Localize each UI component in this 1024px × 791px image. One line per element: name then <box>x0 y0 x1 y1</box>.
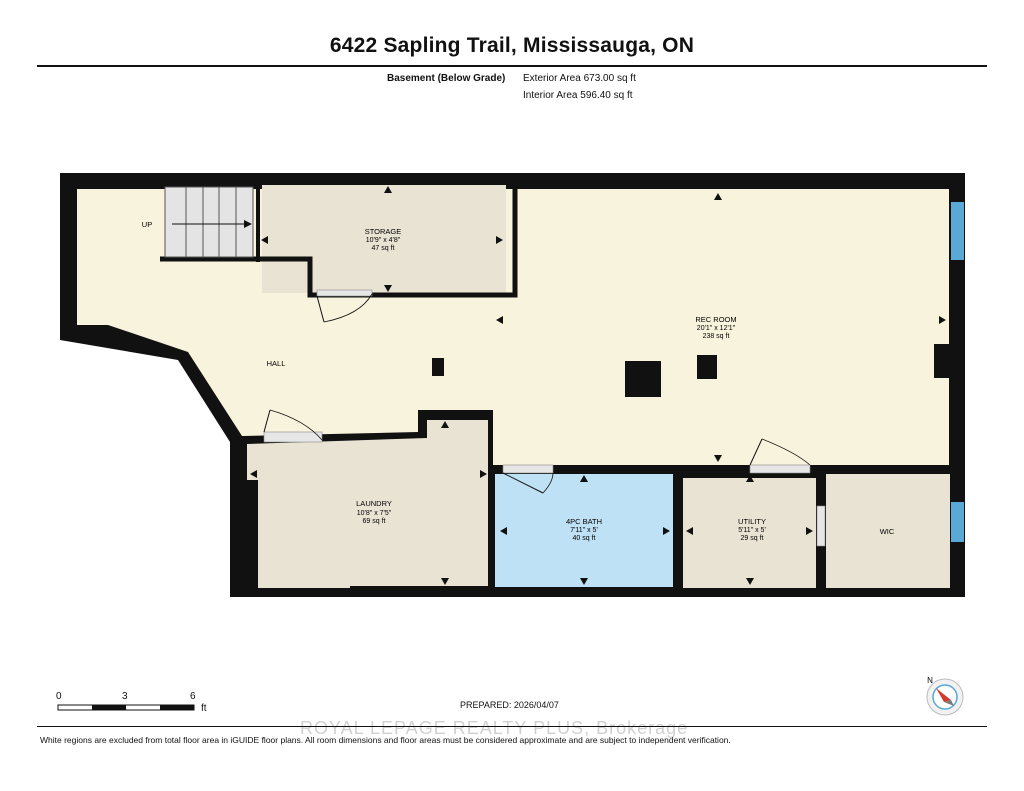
header-divider <box>37 65 987 67</box>
utility-dims: 5'11" x 5' <box>738 527 766 534</box>
stairs-label: UP <box>142 220 152 229</box>
prepared-date: PREPARED: 2026/04/07 <box>460 700 559 710</box>
door <box>749 438 811 474</box>
scale-unit: ft <box>201 703 207 714</box>
storage-dims: 10'9" x 4'8" <box>366 237 401 244</box>
exterior-area: Exterior Area 673.00 sq ft <box>523 73 636 84</box>
utility-name: UTILITY <box>738 517 766 526</box>
laundry-floor <box>247 420 488 588</box>
bath-area: 40 sq ft <box>573 535 596 542</box>
scale-tick-0: 0 <box>56 691 62 702</box>
door <box>316 289 373 323</box>
dimension-arrows <box>250 186 946 585</box>
storage-area: 47 sq ft <box>372 245 395 252</box>
rec-room-name: REC ROOM <box>695 315 736 324</box>
utility-area: 29 sq ft <box>741 535 764 542</box>
column <box>697 355 717 379</box>
column <box>432 358 444 376</box>
storage-floor <box>262 185 506 293</box>
window <box>951 502 964 542</box>
stairs <box>164 186 254 258</box>
laundry-name: LAUNDRY <box>356 499 392 508</box>
column <box>625 361 661 397</box>
hall-name: HALL <box>267 359 286 368</box>
laundry-dims: 10'8" x 7'5" <box>357 510 392 517</box>
footer-divider <box>37 726 987 727</box>
wic-floor <box>826 474 950 588</box>
laundry-area: 69 sq ft <box>363 518 386 525</box>
door <box>263 409 323 443</box>
window <box>951 202 964 260</box>
scale-tick-6: 6 <box>190 691 196 702</box>
bath-dims: 7'11" x 5' <box>570 527 598 534</box>
door <box>816 505 826 547</box>
compass-icon: N <box>926 676 964 716</box>
page-title: 6422 Sapling Trail, Mississauga, ON <box>329 34 695 57</box>
bath-floor <box>495 474 673 587</box>
scale-tick-3: 3 <box>122 691 128 702</box>
rec-room-dims: 20'1" x 12'1" <box>697 325 736 332</box>
utility-floor <box>683 478 816 588</box>
scale-bar <box>57 704 195 711</box>
interior-area: Interior Area 596.40 sq ft <box>523 90 633 101</box>
wall-niche <box>934 344 952 378</box>
level-label: Basement (Below Grade) <box>387 73 506 84</box>
wic-name: WIC <box>880 527 895 536</box>
bath-name: 4PC BATH <box>566 517 602 526</box>
storage-name: STORAGE <box>365 227 402 236</box>
rec-room-area: 238 sq ft <box>703 333 730 340</box>
brokerage-watermark: ROYAL LEPAGE REALTY PLUS, Brokerage <box>300 718 689 738</box>
door <box>502 464 554 494</box>
compass-north-label: N <box>927 676 933 685</box>
disclaimer-text: White regions are excluded from total fl… <box>40 735 731 745</box>
